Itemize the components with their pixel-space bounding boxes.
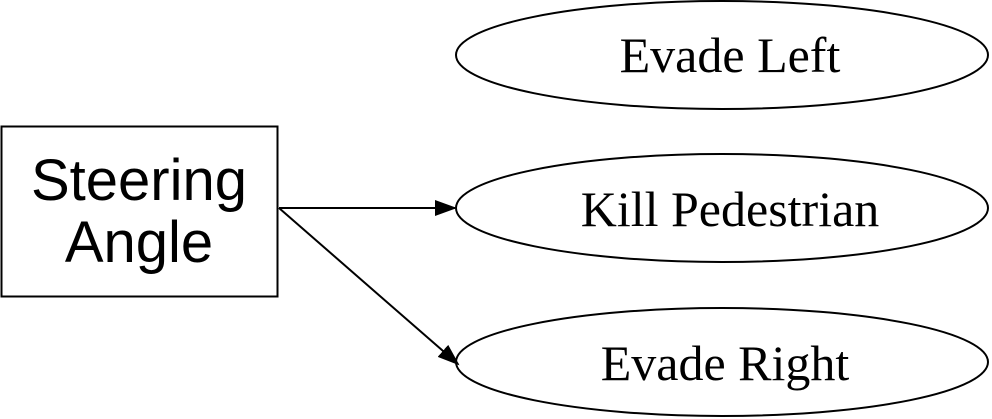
steering-angle-box: [0, 125, 279, 298]
steering-angle-node: Steering Angle: [0, 125, 279, 298]
evade-right-node: Evade Right: [455, 307, 989, 417]
evade-right-label: Evade Right: [601, 335, 850, 391]
steering-angle-label-line-2: Angle: [65, 210, 213, 275]
evade-left-label: Evade Left: [620, 27, 841, 83]
evade-left-node: Evade Left: [455, 0, 989, 110]
evade-left-ellipse: [455, 0, 989, 110]
kill-pedestrian-node: Kill Pedestrian: [455, 153, 989, 263]
edge-steering-to-evade-right: [278, 207, 460, 366]
steering-angle-label-line-1: Steering: [31, 148, 247, 213]
kill-pedestrian-label: Kill Pedestrian: [581, 181, 880, 237]
